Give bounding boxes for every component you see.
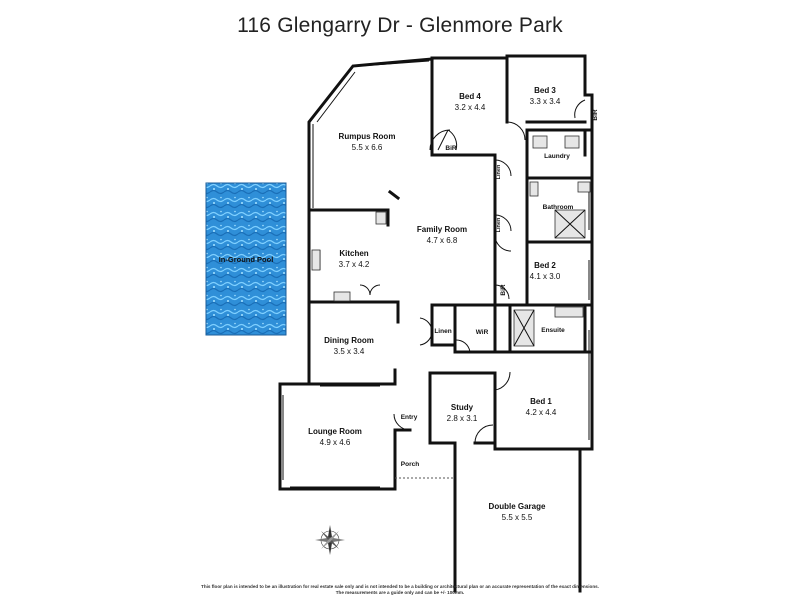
linen-small-label-1: Linen xyxy=(496,164,502,179)
compass-icon xyxy=(315,525,345,555)
entry-label: Entry xyxy=(401,414,418,421)
dining-room-dims: 3.5 x 3.4 xyxy=(334,347,365,356)
rumpus-room-dims: 5.5 x 6.6 xyxy=(352,143,383,152)
bed2-dims: 4.1 x 3.0 xyxy=(530,272,561,281)
bed1-name: Bed 1 xyxy=(530,397,552,406)
bed2-name: Bed 2 xyxy=(534,261,556,270)
bir-bed4-label: BiR xyxy=(445,145,457,152)
family-room-dims: 4.7 x 6.8 xyxy=(427,236,458,245)
family-room-name: Family Room xyxy=(417,225,467,234)
lounge-room-name: Lounge Room xyxy=(308,427,362,436)
bathroom-label: Bathroom xyxy=(543,204,574,211)
pool-label: In-Ground Pool xyxy=(219,255,274,264)
laundry-label: Laundry xyxy=(544,153,570,160)
garage-dims: 5.5 x 5.5 xyxy=(502,513,533,522)
porch-label: Porch xyxy=(401,461,419,468)
disclaimer-line-2: The measurements are a guide only and ca… xyxy=(335,590,465,595)
walls xyxy=(278,54,594,593)
linen-label: Linen xyxy=(434,328,451,335)
wir-label: WiR xyxy=(476,329,489,336)
kitchen-name: Kitchen xyxy=(339,249,368,258)
fixtures xyxy=(311,135,591,347)
bed4-name: Bed 4 xyxy=(459,92,481,101)
bir-bed3-label: BiR xyxy=(592,109,599,121)
garage-name: Double Garage xyxy=(489,502,546,511)
disclaimer-line-1: This floor plan is intended to be an ill… xyxy=(201,584,599,589)
rumpus-room-name: Rumpus Room xyxy=(339,132,396,141)
lounge-room-dims: 4.9 x 4.6 xyxy=(320,438,351,447)
bed1-dims: 4.2 x 4.4 xyxy=(526,408,557,417)
bed4-dims: 3.2 x 4.4 xyxy=(455,103,486,112)
bed3-name: Bed 3 xyxy=(534,86,556,95)
bir-bed2-label: BiR xyxy=(500,284,507,296)
bed3-dims: 3.3 x 3.4 xyxy=(530,97,561,106)
room-labels: Rumpus Room 5.5 x 6.6 Bed 4 3.2 x 4.4 Be… xyxy=(308,86,599,522)
linen-small-label-2: Linen xyxy=(496,217,502,232)
ensuite-label: Ensuite xyxy=(541,327,565,334)
disclaimer: This floor plan is intended to be an ill… xyxy=(0,584,800,596)
study-dims: 2.8 x 3.1 xyxy=(447,414,478,423)
pool: In-Ground Pool xyxy=(205,182,287,336)
dining-room-name: Dining Room xyxy=(324,336,374,345)
kitchen-dims: 3.7 x 4.2 xyxy=(339,260,370,269)
page-title: 116 Glengarry Dr - Glenmore Park xyxy=(237,14,563,37)
study-name: Study xyxy=(451,403,474,412)
